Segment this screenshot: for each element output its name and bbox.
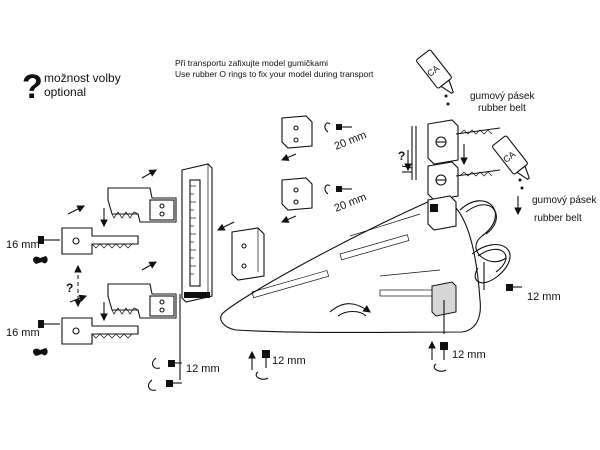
bolt-12-right-label: 12 mm — [527, 291, 561, 303]
base-block — [431, 281, 457, 334]
bolt-16-top: 16 mm — [6, 236, 60, 264]
bolt-plate-20-lower: 20 mm — [280, 177, 369, 223]
ca-glue-bottle-top: CA — [416, 49, 454, 106]
optional-swap-arrow: ? — [66, 264, 82, 308]
bolt-12-ruler-label: 12 mm — [186, 363, 220, 375]
bolt-12-bottom-right-label: 12 mm — [452, 349, 486, 361]
bolt-12-bottom-center: 12 mm — [248, 350, 306, 380]
optional-question-icon-2: ? — [398, 149, 405, 163]
bolt-16-top-label: 16 mm — [6, 239, 40, 251]
small-block — [231, 227, 265, 281]
transport-note: Při transportu zafixujte model gumičkami… — [175, 58, 374, 79]
bolt-20-upper-label: 20 mm — [333, 129, 369, 153]
bolt-plate-20-upper: 20 mm — [280, 115, 369, 161]
optional-legend: ? možnost volby optional — [22, 68, 121, 106]
question-mark-icon: ? — [22, 68, 43, 106]
transport-note-en: Use rubber O rings to fix your model dur… — [175, 69, 374, 79]
bolt-12-bottom-right: 12 mm — [428, 340, 486, 372]
ca-glue-bottle-bottom: CA — [492, 135, 530, 190]
rubber-belt-bottom-cz: gumový pásek — [532, 195, 597, 206]
rubber-belt-label-top: gumový pásek rubber belt — [470, 91, 535, 114]
bolt-12-right: 12 mm — [483, 262, 561, 303]
bolt-12-ruler: 12 mm — [147, 357, 220, 391]
legend-label-cz: možnost volby — [44, 71, 121, 85]
bolt-20-lower-label: 20 mm — [333, 191, 369, 215]
optional-question-icon: ? — [66, 281, 73, 295]
rubber-belt-label-bottom: gumový pásek rubber belt — [514, 195, 597, 224]
saw-bracket-top — [100, 169, 177, 228]
legend-label-en: optional — [44, 85, 86, 99]
rubber-band-loops — [459, 200, 511, 284]
bolt-16-bottom-label: 16 mm — [6, 327, 40, 339]
vertical-assembly: ? — [398, 119, 501, 231]
rubber-belt-top-cz: gumový pásek — [470, 91, 535, 102]
rubber-belt-bottom-en: rubber belt — [534, 213, 582, 224]
ruler-column — [179, 163, 235, 380]
bolt-12-bottom-center-label: 12 mm — [272, 355, 306, 367]
base-plate — [220, 198, 481, 334]
saw-bracket-bottom — [100, 261, 177, 322]
rubber-belt-top-en: rubber belt — [478, 103, 526, 114]
transport-note-cz: Při transportu zafixujte model gumičkami — [175, 58, 328, 68]
bolt-16-bottom: 16 mm — [6, 320, 60, 356]
